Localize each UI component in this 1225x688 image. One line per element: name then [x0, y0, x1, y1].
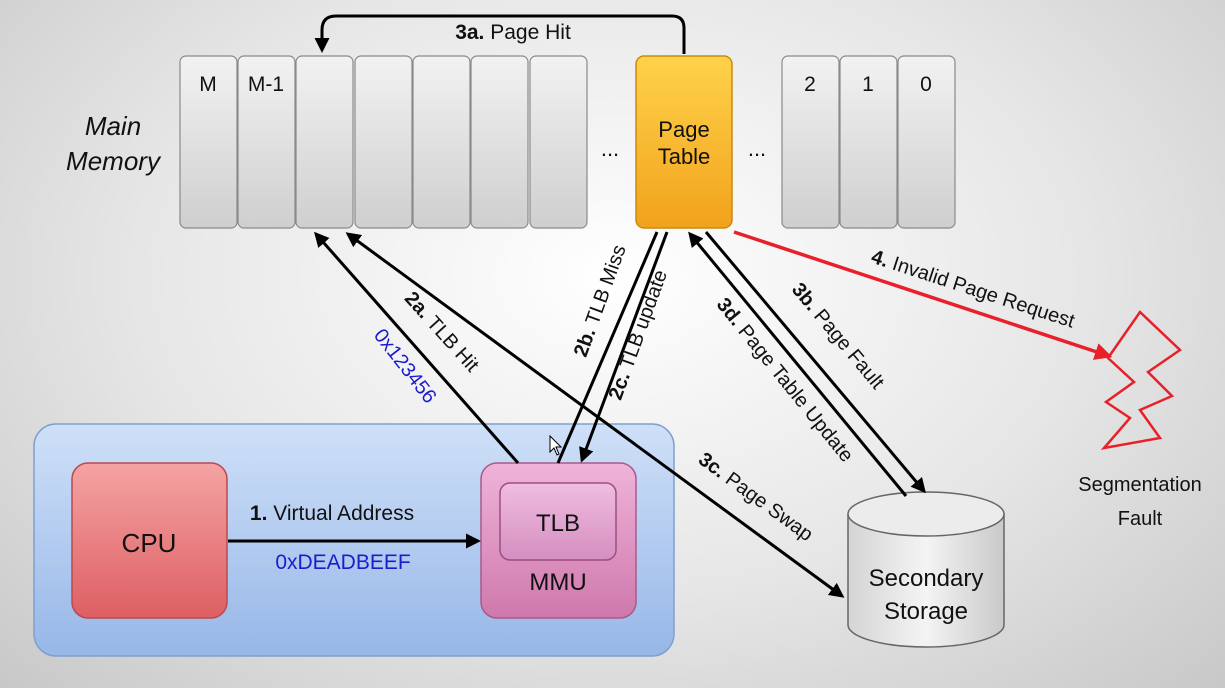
memory-cell	[295, 55, 354, 229]
secondary-storage: Secondary Storage	[847, 491, 1005, 648]
edge-label-tlb-miss: 2b. TLB Miss	[570, 242, 631, 360]
arrow-page-hit	[314, 14, 686, 54]
memory-cell	[839, 55, 898, 229]
segfault-label-line2: Fault	[1118, 508, 1163, 530]
memory-cell-label: 2	[804, 73, 816, 96]
page-table-box	[635, 55, 733, 229]
memory-cell	[470, 55, 529, 229]
edge-value-virtual-address: 0xDEADBEEF	[275, 551, 410, 574]
page-table-label-line1: Page	[658, 117, 709, 142]
memory-cell-label: 0	[920, 73, 932, 96]
memory-cells-right: 2 1 0	[781, 55, 956, 229]
storage-label-line1: Secondary	[869, 565, 984, 592]
lightning-bolt-icon	[1100, 310, 1182, 450]
storage-cylinder-top	[847, 491, 1005, 537]
memory-cell	[412, 55, 471, 229]
memory-cells-left: M M-1	[179, 55, 588, 229]
arrow-invalid-page-request	[733, 230, 1113, 360]
memory-cell	[897, 55, 956, 229]
memory-ellipsis-right: ...	[748, 136, 766, 161]
arrow-page-swap	[345, 232, 845, 598]
memory-cell-label: M	[199, 73, 217, 96]
edge-label-page-hit: 3a. Page Hit	[455, 21, 571, 44]
page-table-label-line2: Table	[658, 144, 711, 169]
memory-cell-label: 1	[862, 73, 874, 96]
memory-cell	[529, 55, 588, 229]
main-memory-label-line2: Memory	[66, 146, 162, 176]
mmu-label: MMU	[529, 569, 586, 596]
memory-cell	[354, 55, 413, 229]
memory-cell	[179, 55, 238, 229]
edge-label-page-fault: 3b. Page Fault	[787, 279, 888, 394]
edge-label-invalid-page-request: 4. Invalid Page Request	[868, 246, 1077, 333]
memory-cell	[781, 55, 840, 229]
mouse-cursor-icon	[549, 434, 563, 456]
segfault-label-line1: Segmentation	[1078, 474, 1201, 496]
edge-value-tlb-hit: 0x123456	[369, 325, 440, 408]
main-memory-label-line1: Main	[85, 111, 141, 141]
storage-label-line2: Storage	[884, 598, 968, 625]
memory-cell-label: M-1	[248, 73, 284, 96]
storage-cylinder-body	[847, 514, 1005, 648]
cpu-box	[71, 462, 228, 619]
memory-ellipsis-left: ...	[601, 136, 619, 161]
edge-label-virtual-address: 1. Virtual Address	[250, 502, 414, 525]
tlb-label: TLB	[536, 510, 580, 537]
memory-cell	[237, 55, 296, 229]
cpu-label: CPU	[122, 528, 177, 558]
